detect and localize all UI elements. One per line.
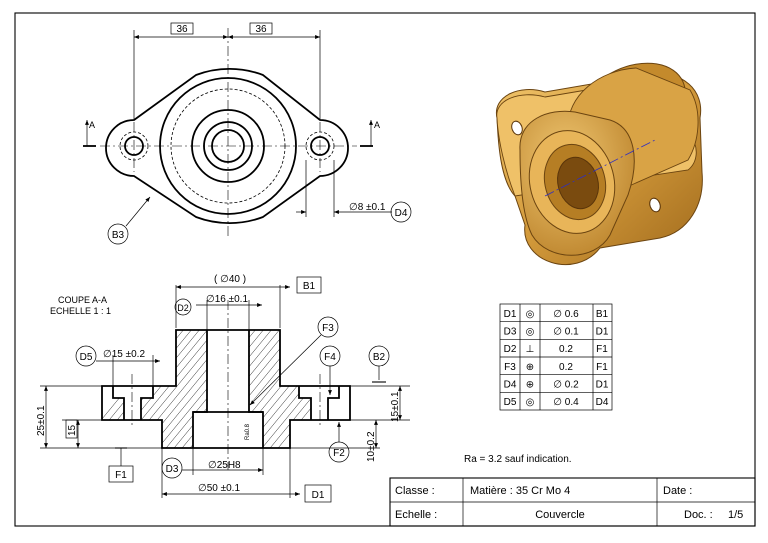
tb-doc-value: 1/5 <box>728 509 743 521</box>
box-d1: D1 <box>312 490 325 501</box>
dim-15-right: 15±0.1 <box>390 391 401 422</box>
section-view: COUPE A-A ECHELLE 1 : 1 <box>36 274 410 503</box>
bubble-d2: D2 <box>177 303 189 313</box>
dim-d15: ∅15 ±0.2 <box>103 349 145 360</box>
dim-d16: ∅16 ±0.1 <box>206 294 248 305</box>
tolerance-cell-val: 0.2 <box>559 344 573 355</box>
bubble-d5: D5 <box>80 352 93 363</box>
tolerance-cell-val: 0.2 <box>559 362 573 373</box>
dim-d50: ∅50 ±0.1 <box>198 483 240 494</box>
tb-matiere: Matière : 35 Cr Mo 4 <box>470 485 570 497</box>
tb-doc-label: Doc. : <box>684 509 713 521</box>
dim-36-left: 36 <box>176 24 188 35</box>
tolerance-cell-sym: ◎ <box>526 309 535 320</box>
tolerance-cell-val: ∅ 0.1 <box>553 327 579 338</box>
dim-hole-d8: ∅8 ±0.1 <box>349 202 386 213</box>
dim-36-right: 36 <box>255 24 267 35</box>
tolerance-cell-ref: F1 <box>596 362 608 373</box>
box-b1: B1 <box>303 281 316 292</box>
section-mark-a-right: A <box>374 120 380 130</box>
tolerance-cell-id: D5 <box>504 397 517 408</box>
sheet-border <box>14 12 756 527</box>
dim-25: 25±0.1 <box>36 405 47 436</box>
tolerance-cell-sym: ◎ <box>526 397 535 408</box>
section-mark-a-left: A <box>89 120 95 130</box>
tolerance-cell-id: D2 <box>504 344 517 355</box>
dim-10: 10±0.2 <box>366 431 377 462</box>
isometric-view <box>496 62 703 265</box>
tolerance-cell-val: ∅ 0.6 <box>553 309 579 320</box>
tolerance-cell-ref: D1 <box>596 380 609 391</box>
tolerance-cell-id: D4 <box>504 380 517 391</box>
tolerance-cell-id: F3 <box>504 362 516 373</box>
bubble-f4: F4 <box>324 352 336 363</box>
tolerance-cell-ref: B1 <box>596 309 609 320</box>
tolerance-cell-ref: D1 <box>596 327 609 338</box>
roughness-note: Ra = 3.2 sauf indication. <box>464 454 572 465</box>
tolerance-cell-ref: D4 <box>596 397 609 408</box>
tolerance-cell-sym: ⊥ <box>526 344 535 355</box>
bubble-b3: B3 <box>112 230 125 241</box>
section-title: COUPE A-A <box>58 295 107 305</box>
box-f1: F1 <box>115 470 127 481</box>
bubble-f3: F3 <box>322 323 334 334</box>
tb-echelle-label: Echelle : <box>395 509 437 521</box>
roughness-ra08: Ra0.8 <box>245 423 251 440</box>
tolerance-cell-val: ∅ 0.4 <box>553 397 579 408</box>
tb-classe-label: Classe : <box>395 485 435 497</box>
dim-d40: ( ∅40 ) <box>214 274 246 285</box>
tb-date-label: Date : <box>663 485 692 497</box>
bubble-f2: F2 <box>333 448 345 459</box>
tolerance-cell-id: D1 <box>504 309 517 320</box>
section-scale: ECHELLE 1 : 1 <box>50 306 111 316</box>
tolerance-cell-sym: ⊕ <box>526 362 534 373</box>
bubble-d3: D3 <box>166 464 179 475</box>
bubble-b2: B2 <box>373 352 386 363</box>
tolerance-cell-ref: F1 <box>596 344 608 355</box>
tolerance-cell-sym: ◎ <box>526 327 535 338</box>
tolerance-cell-sym: ⊕ <box>526 380 534 391</box>
title-block: Classe : Matière : 35 Cr Mo 4 Date : Ech… <box>389 477 756 527</box>
box-15: 15 <box>67 424 78 436</box>
tolerance-cell-val: ∅ 0.2 <box>553 380 579 391</box>
tb-part-name: Couvercle <box>535 509 585 521</box>
top-view: 36 36 A A ∅8 ±0.1 D4 B3 <box>83 22 412 245</box>
dim-d25h8: ∅25H8 <box>208 460 241 471</box>
tolerance-cell-id: D3 <box>504 327 517 338</box>
bubble-d4: D4 <box>395 208 408 219</box>
